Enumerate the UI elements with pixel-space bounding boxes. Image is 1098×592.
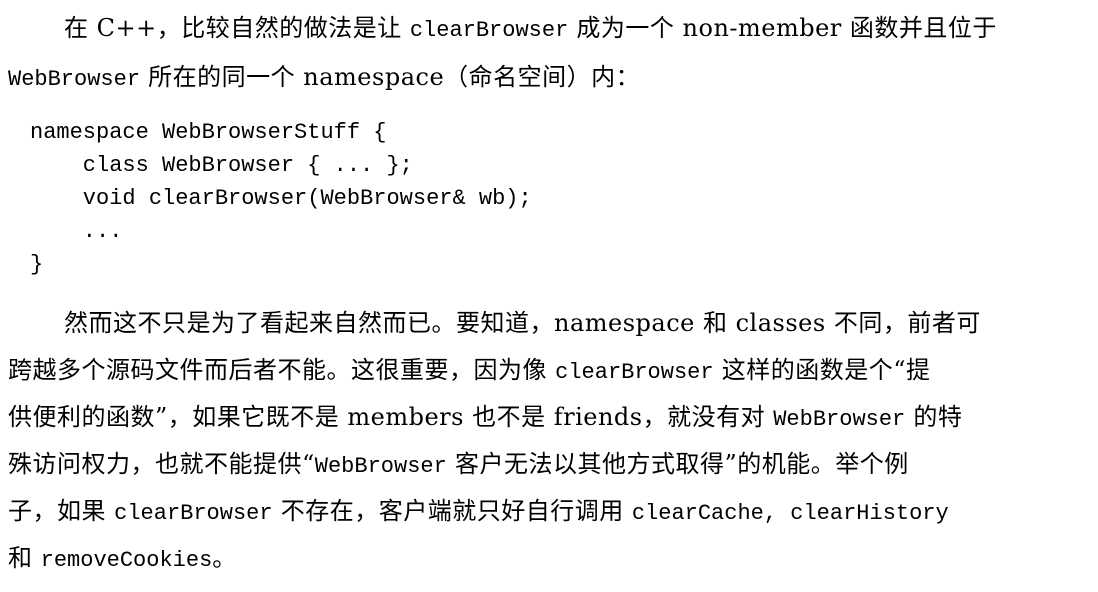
- paragraph-2-line-3: 供便利的函数”，如果它既不是 members 也不是 friends，就没有对 …: [8, 397, 1090, 437]
- text-run: ,: [763, 501, 791, 526]
- code-line: ...: [30, 219, 123, 244]
- paragraph-2-line-2: 跨越多个源码文件而后者不能。这很重要，因为像 clearBrowser 这样的函…: [8, 350, 1090, 390]
- paragraph-2-line-1: 然而这不只是为了看起来自然而已。要知道，namespace 和 classes …: [8, 303, 1098, 343]
- inline-code: clearBrowser: [555, 360, 714, 385]
- code-line: class WebBrowser { ... };: [30, 153, 413, 178]
- inline-code: WebBrowser: [314, 454, 447, 479]
- inline-code: clearBrowser: [409, 18, 569, 43]
- inline-code: WebBrowser: [773, 407, 906, 432]
- inline-code: clearCache: [631, 501, 764, 526]
- text-run: 成为一个 non-member 函数并且位于: [568, 14, 997, 42]
- text-run: 所在的同一个 namespace（命名空间）内：: [140, 63, 641, 91]
- text-run: 客户无法以其他方式取得”的机能。举个例: [446, 450, 909, 478]
- text-run: 子，如果: [8, 497, 115, 525]
- text-run: 的特: [905, 403, 963, 431]
- paragraph-2-line-4: 殊访问权力，也就不能提供“WebBrowser 客户无法以其他方式取得”的机能。…: [8, 444, 1090, 484]
- inline-code: WebBrowser: [8, 67, 141, 92]
- text-run: 跨越多个源码文件而后者不能。这很重要，因为像: [8, 356, 556, 384]
- inline-code: removeCookies: [40, 548, 213, 573]
- text-run: 供便利的函数”，如果它既不是 members 也不是 friends，就没有对: [8, 403, 774, 431]
- code-line: }: [30, 252, 44, 277]
- text-run: 。: [212, 544, 237, 572]
- inline-code: clearHistory: [790, 501, 949, 526]
- paragraph-2-line-5: 子，如果 clearBrowser 不存在，客户端就只好自行调用 clearCa…: [8, 491, 1090, 531]
- text-run: 和: [8, 544, 41, 572]
- paragraph-2-line-6: 和 removeCookies。: [8, 538, 1090, 578]
- text-run: 这样的函数是个“提: [713, 356, 931, 384]
- inline-code: clearBrowser: [114, 501, 273, 526]
- text-run: 然而这不只是为了看起来自然而已。要知道，namespace 和 classes …: [64, 309, 981, 337]
- text-run: 殊访问权力，也就不能提供“: [8, 450, 315, 478]
- text-run: 在 C++，比较自然的做法是让: [64, 14, 410, 42]
- paragraph-1-line-1: 在 C++，比较自然的做法是让 clearBrowser 成为一个 non-me…: [8, 8, 1098, 48]
- paragraph-1-line-2: WebBrowser 所在的同一个 namespace（命名空间）内：: [8, 57, 1090, 97]
- code-line: void clearBrowser(WebBrowser& wb);: [30, 186, 532, 211]
- text-run: 不存在，客户端就只好自行调用: [272, 497, 632, 525]
- code-line: namespace WebBrowserStuff {: [30, 120, 387, 145]
